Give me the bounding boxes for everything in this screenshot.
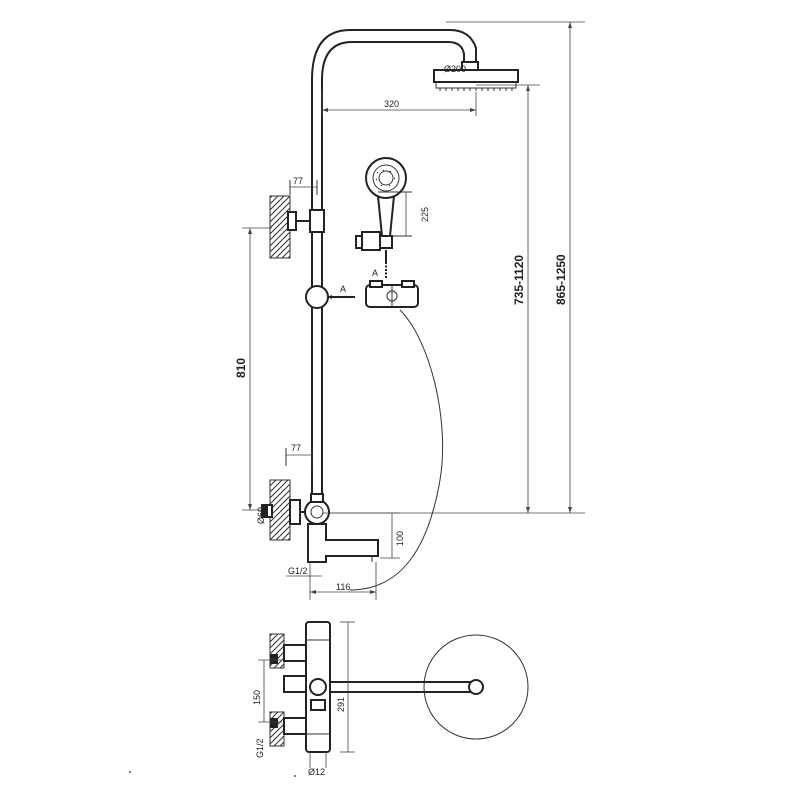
bracket-spacing-dimension: 810 bbox=[234, 227, 272, 511]
spout-drop-label: 100 bbox=[395, 531, 405, 546]
inlet-diameter-label: Ø60 bbox=[256, 507, 266, 524]
shower-head-diameter-label: Ø200 bbox=[444, 64, 466, 74]
arm-length-dimension: 320 bbox=[321, 90, 477, 116]
range-outer-label: 865-1250 bbox=[554, 254, 568, 305]
slide-holder: A bbox=[305, 280, 419, 309]
thread-size-bottom-label: G1/2 bbox=[255, 738, 265, 758]
stray-mark bbox=[294, 775, 296, 777]
stray-mark bbox=[129, 771, 131, 773]
upper-wall-bracket: 77 bbox=[269, 176, 325, 259]
rain-shower-top-view bbox=[423, 634, 529, 740]
bracket-spacing-label: 810 bbox=[234, 358, 248, 378]
thermostatic-mixer-top-view: 150 G1/2 291 Ø12 bbox=[252, 621, 484, 777]
section-marker-right: A bbox=[372, 268, 378, 278]
handshower: 225 A bbox=[355, 157, 430, 278]
arm-length-label: 320 bbox=[384, 99, 399, 109]
hose bbox=[349, 309, 444, 591]
lower-bracket-offset-label: 77 bbox=[291, 443, 301, 453]
thread-size-label: G1/2 bbox=[288, 566, 308, 576]
handshower-length-label: 225 bbox=[420, 207, 430, 222]
pipe-diameter-label: Ø12 bbox=[308, 767, 325, 777]
section-marker-left: A bbox=[340, 284, 346, 294]
range-inner-label: 735-1120 bbox=[512, 255, 526, 305]
upper-bracket-offset-label: 77 bbox=[293, 176, 303, 186]
thermostatic-mixer-front: 77 Ø60 100 G1/2 116 bbox=[256, 443, 405, 600]
height-range-dimensions: 735-1120 865-1250 bbox=[322, 21, 585, 514]
rain-shower-head: Ø200 bbox=[433, 61, 519, 91]
bar-height-label: 291 bbox=[336, 697, 346, 712]
centers-distance-label: 150 bbox=[252, 690, 262, 705]
spout-reach-label: 116 bbox=[336, 582, 350, 592]
